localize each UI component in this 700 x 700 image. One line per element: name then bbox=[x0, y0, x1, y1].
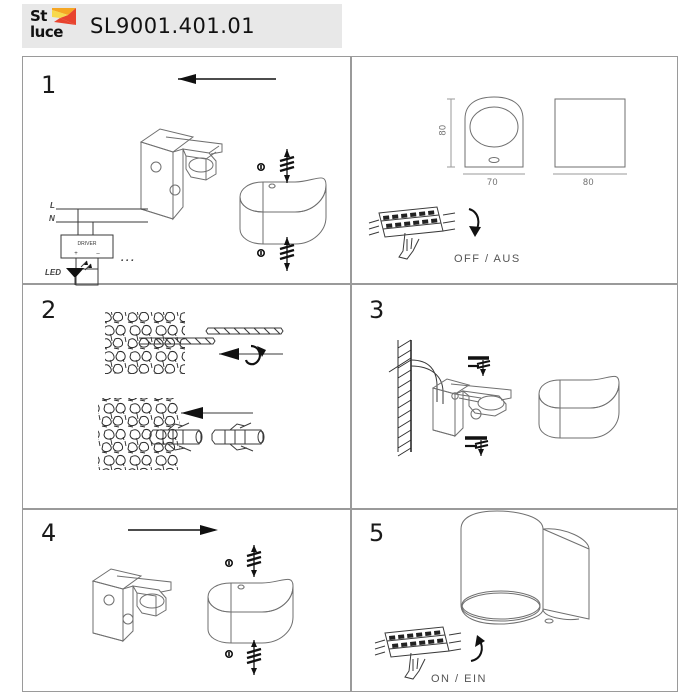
wall-section-drawing bbox=[388, 339, 412, 457]
lamp-shade-drawing bbox=[239, 177, 327, 245]
panel-dimensions-drawing bbox=[368, 96, 627, 260]
wiring-label-live: L bbox=[50, 201, 55, 210]
terminal-block-on-drawing bbox=[374, 626, 485, 680]
lamp-shade-drawing bbox=[538, 375, 620, 439]
step-number-2: 2 bbox=[41, 296, 57, 324]
panel-2-drawing bbox=[98, 312, 284, 470]
direction-arrow-icon bbox=[178, 74, 276, 84]
step-number-5: 5 bbox=[369, 519, 385, 547]
grid-divider-horizontal-2 bbox=[23, 508, 677, 510]
panel-step-5: 5 bbox=[351, 509, 678, 692]
svg-text:+: + bbox=[74, 251, 78, 257]
lamp-bracket-drawing bbox=[431, 378, 512, 438]
direction-arrow-icon bbox=[128, 525, 218, 535]
lamp-bracket-drawing bbox=[139, 128, 223, 221]
dimension-label-side-width: 80 bbox=[583, 177, 595, 187]
lamp-bracket-drawing bbox=[91, 568, 172, 643]
switch-label-off: OFF / AUS bbox=[454, 253, 521, 265]
wall-anchor-inserted bbox=[149, 422, 203, 452]
step-number-4: 4 bbox=[41, 519, 57, 547]
header-bar: St luce SL9001.401.01 bbox=[22, 4, 342, 48]
rotate-arrow-icon bbox=[468, 208, 481, 237]
panel-3-drawing bbox=[388, 339, 620, 457]
drill-action-arrow bbox=[219, 344, 283, 366]
panel-step-3: 3 bbox=[351, 284, 678, 508]
screw-indicator-bottom bbox=[257, 237, 295, 271]
panel-1-drawing: DRIVER + – bbox=[56, 74, 327, 286]
screw-indicator-top bbox=[257, 149, 295, 183]
drill-bit-in-wall bbox=[139, 337, 216, 345]
dimension-label-front-width: 70 bbox=[487, 177, 499, 187]
panel-5-drawing bbox=[374, 510, 590, 680]
logo-text-st: St bbox=[30, 7, 47, 25]
rotate-arrow-icon bbox=[470, 635, 485, 662]
logo-mark-icon bbox=[52, 8, 76, 25]
panel-step-1: 1 bbox=[23, 57, 350, 286]
panel-step-4: 4 bbox=[23, 509, 350, 692]
terminal-block-off-drawing bbox=[368, 206, 481, 260]
screw-indicator-top bbox=[468, 356, 491, 376]
wall-anchor bbox=[211, 422, 265, 452]
screw-indicator-bottom bbox=[225, 640, 262, 675]
side-view-drawing bbox=[553, 98, 627, 175]
screw-indicator-bottom bbox=[465, 436, 489, 456]
switch-label-on: ON / EIN bbox=[431, 673, 488, 685]
finished-lamp-drawing bbox=[460, 510, 590, 625]
dimension-height bbox=[447, 98, 455, 168]
insert-arrow-icon bbox=[181, 407, 253, 419]
drill-bit bbox=[205, 327, 284, 335]
step-number-1: 1 bbox=[41, 71, 57, 99]
wiring-diagram: DRIVER + – bbox=[56, 208, 148, 286]
front-view-drawing bbox=[463, 96, 525, 175]
logo-text-luce: luce bbox=[30, 23, 63, 41]
screw-indicator-top bbox=[225, 545, 262, 577]
lamp-shade-drawing bbox=[207, 578, 294, 644]
grid-divider-horizontal-1 bbox=[23, 283, 677, 285]
panel-step-2: 2 bbox=[23, 284, 350, 508]
wiring-label-neutral: N bbox=[49, 214, 55, 223]
wiring-ellipsis: ... bbox=[121, 252, 137, 264]
step-number-3: 3 bbox=[369, 296, 385, 324]
grid-divider-vertical bbox=[350, 57, 352, 691]
wall-texture-upper bbox=[105, 312, 185, 374]
dimension-label-height: 80 bbox=[437, 124, 448, 136]
product-sku: SL9001.401.01 bbox=[90, 14, 256, 38]
wall-texture-lower bbox=[98, 398, 180, 470]
brand-logo: St luce bbox=[30, 7, 76, 45]
panel-dimensions: 80 70 80 OFF / AUS bbox=[351, 57, 678, 283]
wiring-label-led: LED bbox=[45, 268, 61, 277]
driver-box-label: DRIVER bbox=[78, 241, 97, 247]
steps-grid: 1 bbox=[22, 56, 678, 692]
svg-text:–: – bbox=[96, 251, 100, 257]
panel-4-drawing bbox=[91, 525, 294, 675]
cable-drawing bbox=[410, 359, 444, 404]
